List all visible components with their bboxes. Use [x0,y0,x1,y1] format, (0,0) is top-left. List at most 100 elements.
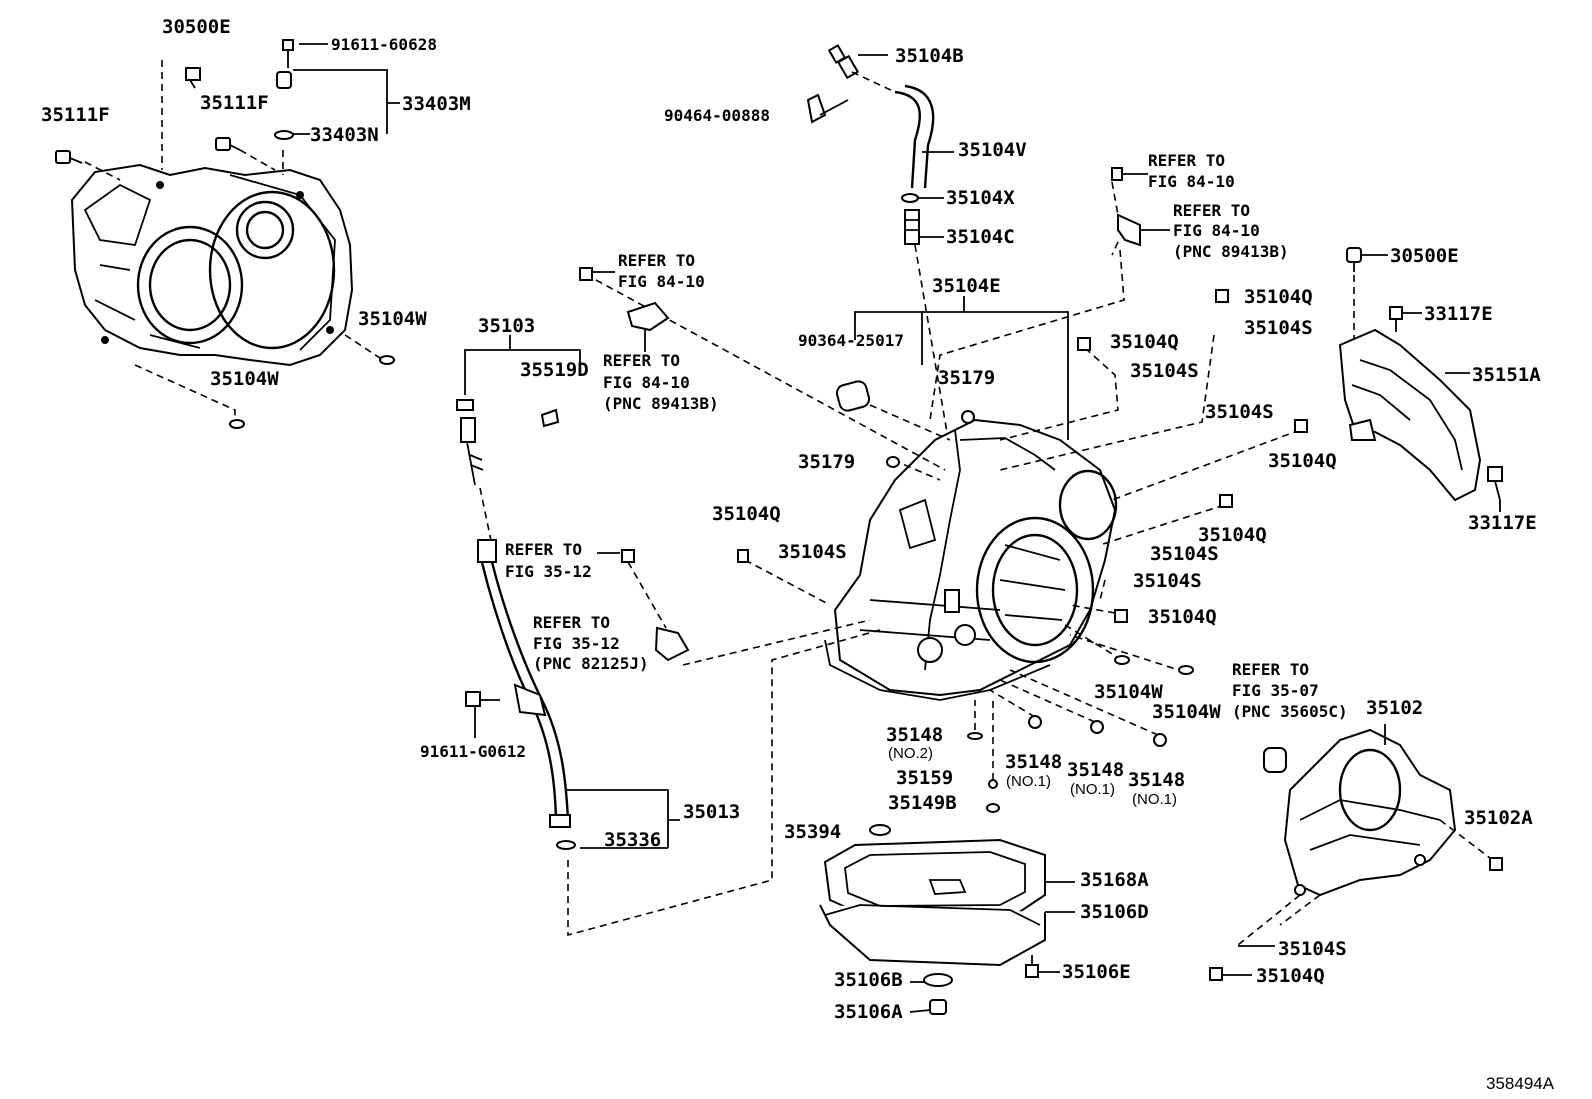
sensor-bolt-icon [579,267,593,281]
label-35104s-e: 35104S [1150,543,1219,565]
label-35103: 35103 [478,315,535,337]
label-35104w-c: 35104W [1094,681,1163,703]
bolt-35104q-f-icon [1114,609,1128,623]
bolt-33117e-a-icon [1389,306,1403,332]
ref7-line1: REFER TO [1232,660,1309,679]
ref6-line2: FIG 35-12 [533,634,620,653]
label-35104s-g: 35104S [1278,938,1347,960]
bolt-35104q-g-icon [1209,967,1223,981]
pin-35104w-c-icon [1114,655,1130,665]
ref2-line1: REFER TO [603,351,680,370]
label-33117e-b: 33117E [1468,512,1537,534]
oil-filler-tube [476,539,571,828]
sub-labels: (NO.2) (NO.1) (NO.1) (NO.1) [888,745,1177,808]
label-35106d: 35106D [1080,901,1149,923]
label-35104w-b: 35104W [210,368,279,390]
label-35104q-e: 35104Q [1198,524,1267,546]
bolt-35111f-left-icon [55,150,83,164]
label-90464-00888: 90464-00888 [664,106,770,125]
ref1-line2: FIG 84-10 [618,272,705,291]
gasket-35394-icon [869,824,891,836]
plug-35179-b-icon [886,456,900,468]
transmission-case [824,418,1118,701]
label-35336: 35336 [604,829,661,851]
oil-level-gauge [456,399,484,486]
plug-33403m-icon [276,71,292,89]
label-90364-25017: 90364-25017 [798,331,904,350]
label-35104q-d: 35104Q [1268,450,1337,472]
oring-33403n-icon [274,130,294,140]
plug-35148-c-icon [1090,720,1104,734]
ref7-line2: FIG 35-07 [1232,681,1319,700]
gasket-35149b-icon [986,803,1000,813]
bolt-35104q-d-icon [1294,419,1308,433]
label-35104q-a: 35104Q [712,503,781,525]
label-35104s-c: 35104S [1244,317,1313,339]
part-labels: 30500E 91611-60628 35111F 35111F 33403M … [41,16,1541,1023]
sublabel-no1-b: (NO.1) [1070,781,1115,798]
label-35104q-b: 35104Q [1110,331,1179,353]
ref5-line1: REFER TO [505,540,582,559]
ref6-line3: (PNC 82125J) [533,654,649,673]
plug-35148-b-icon [1028,715,1042,729]
label-35102: 35102 [1366,697,1423,719]
label-35104s-d: 35104S [1205,401,1274,423]
label-30500e-b: 30500E [1390,245,1459,267]
speed-sensor-icon [626,301,670,332]
label-35394: 35394 [784,821,841,843]
sublabel-no1-a: (NO.1) [1006,773,1051,790]
label-30500e-a: 30500E [162,16,231,38]
ref2-line2: FIG 84-10 [603,373,690,392]
label-35104v: 35104V [958,139,1027,161]
label-35179-a: 35179 [938,367,995,389]
label-35111f-b: 35111F [200,92,269,114]
ref5-line2: FIG 35-12 [505,562,592,581]
label-35104q-f: 35104Q [1148,606,1217,628]
oil-seal-90364-25017-icon [835,380,871,412]
heat-shield [1338,328,1482,502]
label-35149b: 35149B [888,792,957,814]
bolt-30500e-b-icon [1346,247,1362,272]
transaxle-housing [70,163,354,367]
bolt-35102a-icon [1489,857,1503,871]
label-35168a: 35168A [1080,869,1149,891]
label-91611-60628: 91611-60628 [331,35,437,54]
pin-35104w-a-icon [379,355,395,365]
label-35148-d: 35148 [1128,769,1185,791]
label-35104s-b: 35104S [1130,360,1199,382]
ref4-line2: FIG 84-10 [1173,221,1260,240]
label-35104x: 35104X [946,187,1015,209]
label-35104s-a: 35104S [778,541,847,563]
bolt-35104q-e-icon [1219,494,1233,508]
bolt-91611-g0612-icon [465,691,500,707]
pin-35104w-d-icon [1178,665,1194,675]
ref6-line1: REFER TO [533,613,610,632]
label-35148-c: 35148 [1067,759,1124,781]
oil-pan [819,838,1046,967]
label-35104w-a: 35104W [358,308,427,330]
bolt-91611-60628-icon [282,39,294,68]
bolt-35104q-c-icon [1215,289,1229,303]
figure-number: 358494A [1486,1074,1555,1093]
gasket-35159-icon [988,779,998,789]
ref2-line3: (PNC 89413B) [603,394,719,413]
oring-35336-icon [556,840,576,850]
ref4-line3: (PNC 89413B) [1173,242,1289,261]
plug-35179-a-icon [961,410,975,424]
label-35519d: 35519D [520,359,589,381]
bolt-35104q-b-icon [1077,337,1091,351]
label-33403m: 33403M [402,93,471,115]
plug-35148-d-icon [1153,733,1167,747]
clamp-icon [621,549,690,662]
label-35102a: 35102A [1464,807,1533,829]
drain-plug-35106e-icon [1025,955,1039,978]
ref3-line1: REFER TO [1148,151,1225,170]
gasket-35106b-icon [923,973,953,987]
bolt-30500e-icon [185,67,201,89]
ref4-line1: REFER TO [1173,201,1250,220]
ref3-line2: FIG 84-10 [1148,172,1235,191]
label-33403n: 33403N [310,124,379,146]
label-35106b: 35106B [834,969,903,991]
label-35111f-a: 35111F [41,104,110,126]
